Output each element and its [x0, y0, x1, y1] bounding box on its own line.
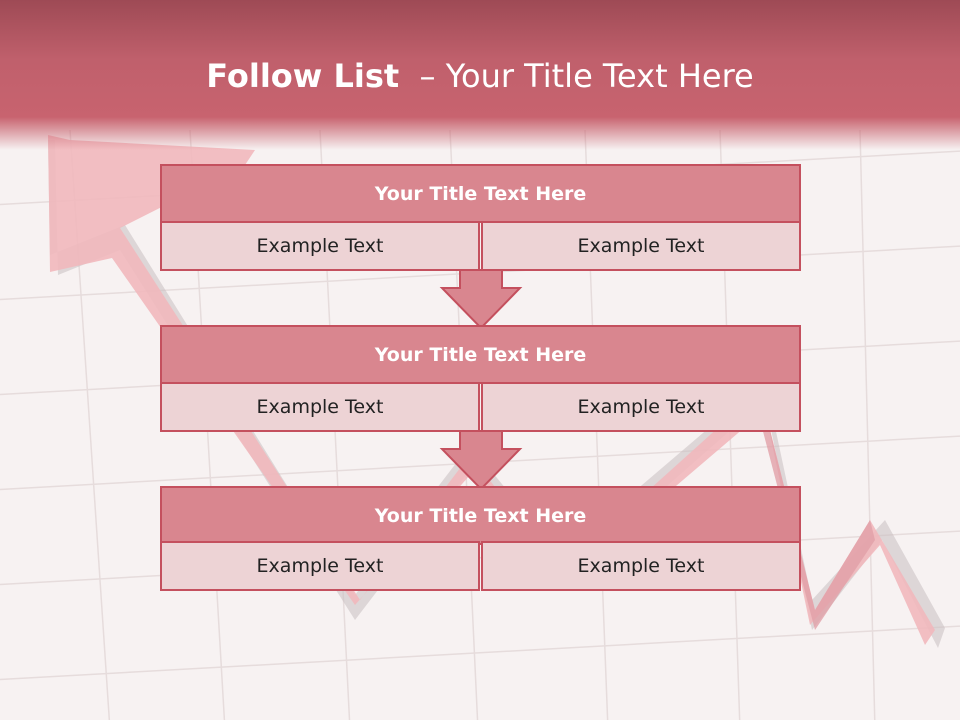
step-cell-1-right: Example Text — [481, 221, 801, 271]
page-title: Follow List – Your Title Text Here — [0, 52, 960, 100]
step-cell-2-left: Example Text — [160, 382, 480, 432]
step-cell-2-right: Example Text — [481, 382, 801, 432]
title-rest: – Your Title Text Here — [419, 57, 754, 95]
step-cell-3-right: Example Text — [481, 541, 801, 591]
step-cell-3-left: Example Text — [160, 541, 480, 591]
step-title-2: Your Title Text Here — [160, 325, 801, 384]
step-title-3: Your Title Text Here — [160, 486, 801, 545]
down-arrow-icon — [439, 269, 523, 330]
step-cell-1-left: Example Text — [160, 221, 480, 271]
step-block-3: Your Title Text Here Example Text Exampl… — [160, 486, 801, 592]
step-block-1: Your Title Text Here Example Text Exampl… — [160, 164, 801, 272]
step-title-1: Your Title Text Here — [160, 164, 801, 223]
down-arrow-icon — [439, 430, 523, 491]
title-bold: Follow List — [206, 57, 400, 95]
step-block-2: Your Title Text Here Example Text Exampl… — [160, 325, 801, 433]
header-banner — [0, 0, 960, 150]
